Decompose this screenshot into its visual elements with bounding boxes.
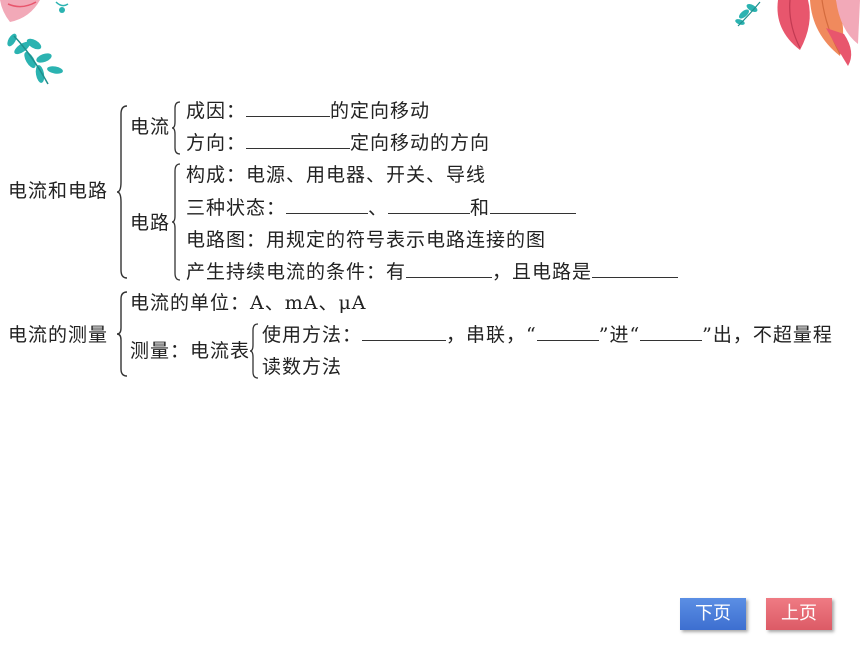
usage-mid1: ，串联，“ bbox=[446, 324, 537, 346]
circuit-condition-mid: ，且电路是 bbox=[492, 261, 593, 283]
circuit-condition-blank-1[interactable] bbox=[406, 261, 493, 278]
usage-blank-2[interactable] bbox=[536, 324, 599, 341]
circuit-diagram: 电路图：用规定的符号表示电路连接的图 bbox=[186, 229, 547, 251]
measure-label: 测量：电流表 bbox=[130, 340, 251, 362]
circuit-condition-prefix: 产生持续电流的条件：有 bbox=[186, 261, 407, 283]
usage-prefix: 使用方法： bbox=[262, 324, 363, 346]
circuit-states-sep2: 和 bbox=[470, 197, 491, 219]
circuit-condition-line: 产生持续电流的条件：有 ，且电路是 bbox=[186, 261, 679, 283]
circuit-states-prefix: 三种状态： bbox=[186, 197, 287, 219]
circuit-state-blank-2[interactable] bbox=[388, 197, 471, 214]
next-page-button[interactable]: 下页 bbox=[680, 598, 746, 630]
brace-current bbox=[171, 101, 181, 155]
ammeter-usage-line: 使用方法： ，串联，“ ”进“ ”出，不超量程 bbox=[262, 324, 833, 346]
usage-mid2: ”进“ bbox=[598, 324, 641, 346]
usage-blank-3[interactable] bbox=[640, 324, 703, 341]
reading-method: 读数方法 bbox=[262, 356, 343, 378]
section-label-current-and-circuit: 电流和电路 bbox=[8, 180, 109, 202]
current-direction-line: 方向： 定向移动的方向 bbox=[186, 132, 490, 154]
current-label: 电流 bbox=[130, 116, 171, 138]
usage-suffix: ”出，不超量程 bbox=[702, 324, 833, 346]
current-direction-suffix: 定向移动的方向 bbox=[350, 132, 491, 154]
usage-blank-1[interactable] bbox=[362, 324, 447, 341]
current-cause-suffix: 的定向移动 bbox=[330, 100, 431, 122]
circuit-condition-blank-2[interactable] bbox=[592, 261, 679, 278]
circuit-states-sep1: 、 bbox=[368, 197, 389, 219]
current-cause-line: 成因： 的定向移动 bbox=[186, 100, 430, 122]
current-direction-blank[interactable] bbox=[246, 132, 351, 149]
brace-measure bbox=[249, 323, 259, 379]
current-cause-blank[interactable] bbox=[246, 100, 331, 117]
current-cause-prefix: 成因： bbox=[186, 100, 247, 122]
current-unit: 电流的单位：A、mA、μA bbox=[130, 292, 367, 314]
brace-section1 bbox=[116, 105, 128, 279]
brace-section2 bbox=[116, 291, 128, 377]
brace-circuit bbox=[171, 163, 181, 281]
decorative-leaves-top-left bbox=[0, 0, 69, 85]
previous-page-button[interactable]: 上页 bbox=[766, 598, 832, 630]
circuit-states-line: 三种状态： 、 和 bbox=[186, 197, 577, 219]
circuit-composition: 构成：电源、用电器、开关、导线 bbox=[186, 164, 487, 186]
current-direction-prefix: 方向： bbox=[186, 132, 247, 154]
section-label-current-measurement: 电流的测量 bbox=[8, 324, 109, 346]
circuit-state-blank-1[interactable] bbox=[286, 197, 369, 214]
decorative-leaves-top-right bbox=[735, 0, 860, 66]
circuit-label: 电路 bbox=[130, 212, 171, 234]
circuit-state-blank-3[interactable] bbox=[490, 197, 577, 214]
